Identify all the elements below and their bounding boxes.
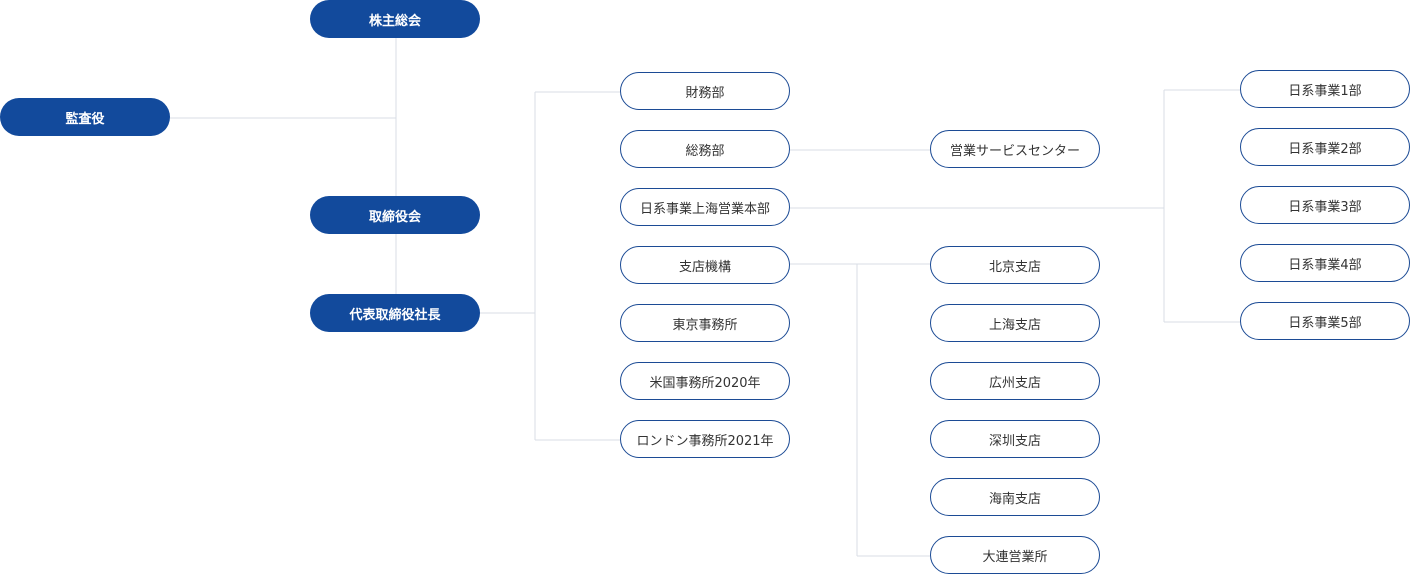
- node-branch-guangzhou: 広州支店: [930, 362, 1100, 400]
- node-finance: 財務部: [620, 72, 790, 110]
- node-unit-2: 日系事業2部: [1240, 128, 1410, 166]
- node-president: 代表取締役社長: [310, 294, 480, 332]
- node-unit-1: 日系事業1部: [1240, 70, 1410, 108]
- node-us-office: 米国事務所2020年: [620, 362, 790, 400]
- node-general-affairs: 総務部: [620, 130, 790, 168]
- node-branch-beijing: 北京支店: [930, 246, 1100, 284]
- node-office-dalian: 大連営業所: [930, 536, 1100, 574]
- node-board: 取締役会: [310, 196, 480, 234]
- node-sales-service-center: 営業サービスセンター: [930, 130, 1100, 168]
- node-branch-shenzhen: 深圳支店: [930, 420, 1100, 458]
- node-tokyo-office: 東京事務所: [620, 304, 790, 342]
- node-london-office: ロンドン事務所2021年: [620, 420, 790, 458]
- node-branch-shanghai: 上海支店: [930, 304, 1100, 342]
- node-unit-5: 日系事業5部: [1240, 302, 1410, 340]
- node-branch-hainan: 海南支店: [930, 478, 1100, 516]
- node-unit-3: 日系事業3部: [1240, 186, 1410, 224]
- node-shareholders: 株主総会: [310, 0, 480, 38]
- node-auditor: 監査役: [0, 98, 170, 136]
- node-unit-4: 日系事業4部: [1240, 244, 1410, 282]
- node-shanghai-hq: 日系事業上海営業本部: [620, 188, 790, 226]
- node-branch-org: 支店機構: [620, 246, 790, 284]
